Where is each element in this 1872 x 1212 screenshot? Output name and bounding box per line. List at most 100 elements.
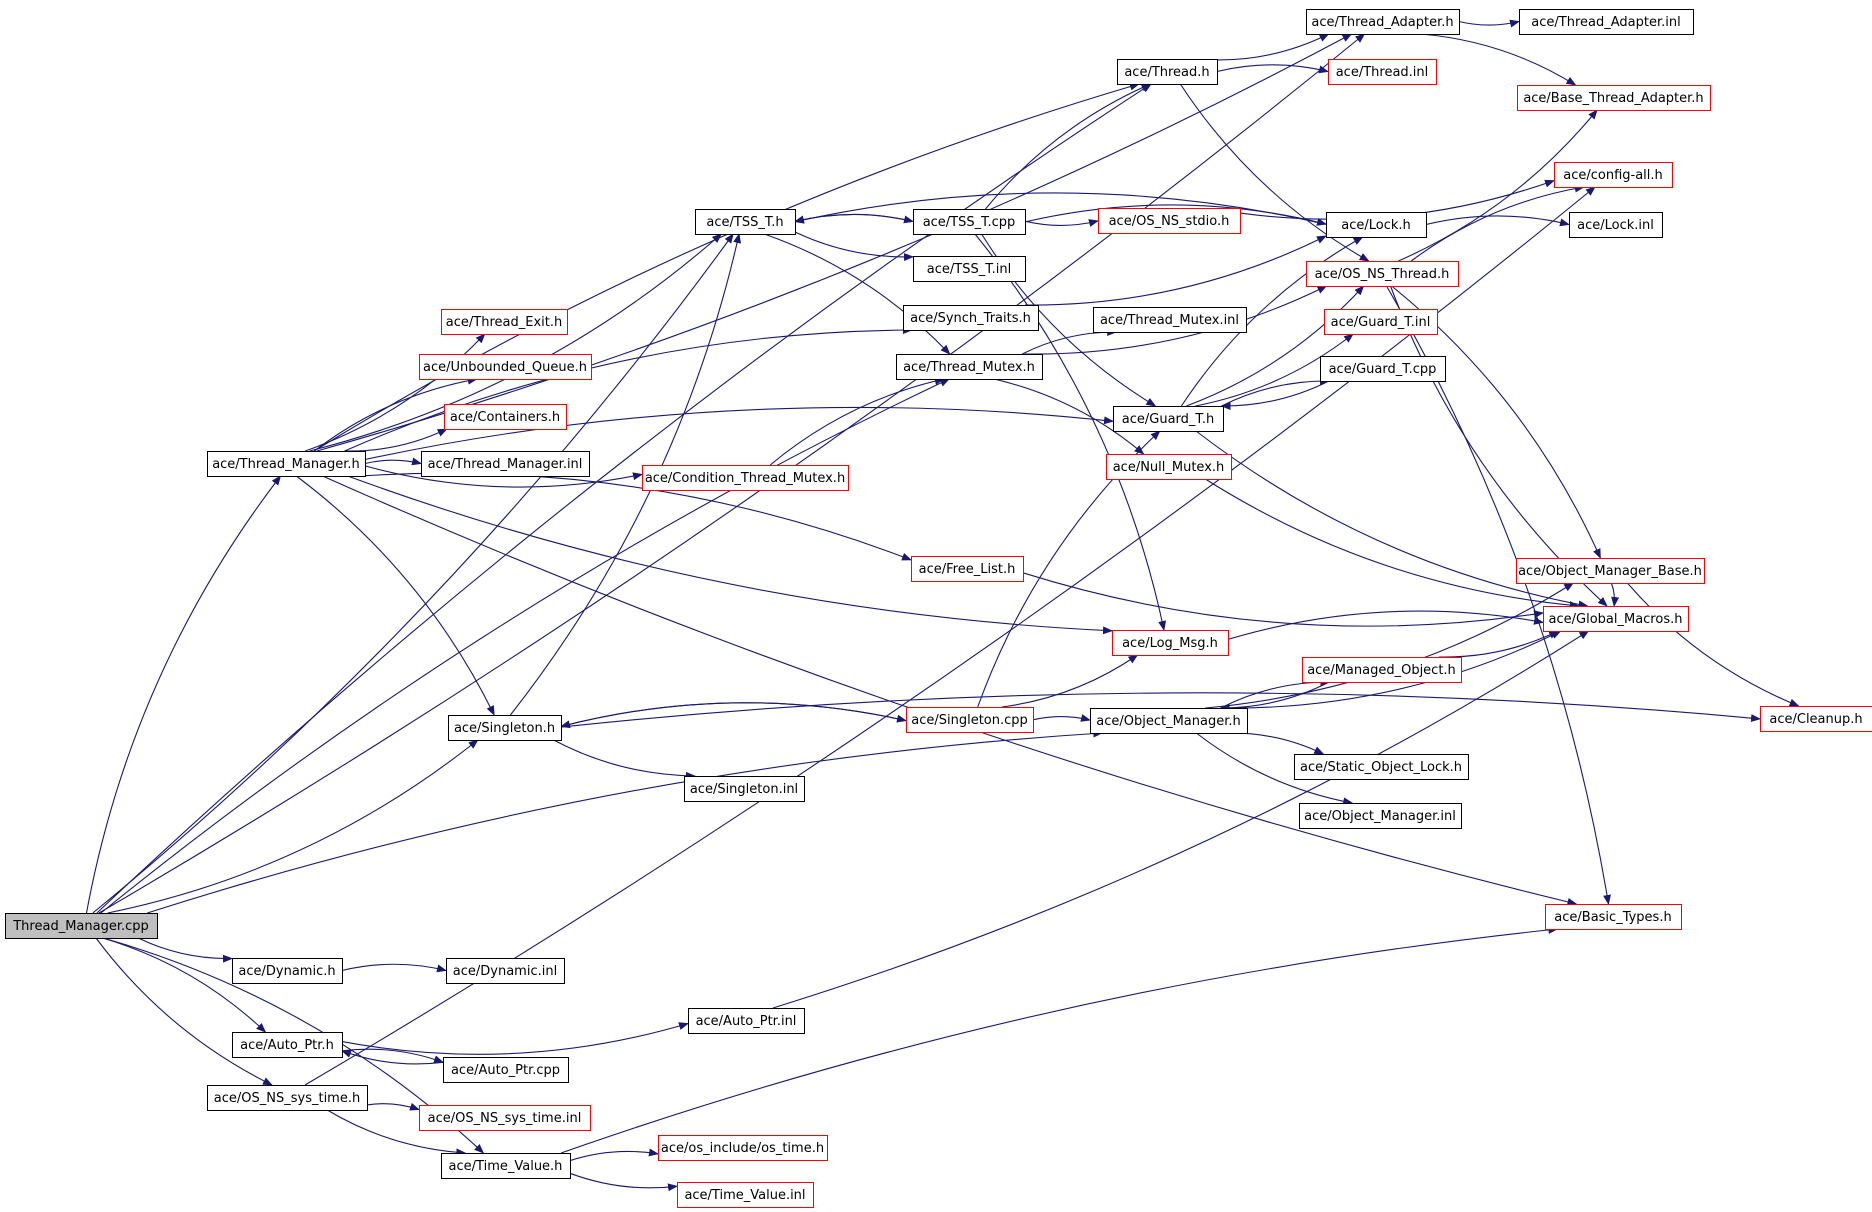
node-ace-containers-h[interactable]: ace/Containers.h: [444, 404, 567, 430]
edge-arrow: [344, 428, 448, 452]
node-ace-auto-ptr-h[interactable]: ace/Auto_Ptr.h: [232, 1032, 343, 1058]
node-label: ace/Static_Object_Lock.h: [1300, 760, 1462, 775]
node-label: ace/Singleton.h: [454, 721, 555, 736]
node-ace-singleton-h[interactable]: ace/Singleton.h: [448, 715, 562, 741]
node-ace-thread-adapter-inl[interactable]: ace/Thread_Adapter.inl: [1519, 9, 1694, 35]
node-ace-basic-types-h[interactable]: ace/Basic_Types.h: [1545, 904, 1682, 930]
node-ace-synch-traits-h[interactable]: ace/Synch_Traits.h: [903, 305, 1039, 331]
node-ace-thread-mutex-h[interactable]: ace/Thread_Mutex.h: [896, 354, 1043, 380]
node-ace-condition-thread-mutex-h[interactable]: ace/Condition_Thread_Mutex.h: [642, 465, 849, 491]
edge-arrow: [364, 406, 1114, 461]
edge-arrow: [1216, 64, 1329, 74]
node-ace-thread-exit-h[interactable]: ace/Thread_Exit.h: [441, 309, 568, 335]
node-ace-thread-mutex-inl[interactable]: ace/Thread_Mutex.inl: [1093, 307, 1247, 333]
node-label: ace/Log_Msg.h: [1122, 636, 1218, 651]
node-ace-os-ns-sys-time-h[interactable]: ace/OS_NS_sys_time.h: [207, 1085, 368, 1111]
node-ace-base-thread-adapter-h[interactable]: ace/Base_Thread_Adapter.h: [1517, 85, 1711, 111]
node-ace-cleanup-h[interactable]: ace/Cleanup.h: [1760, 706, 1872, 732]
node-box: [1294, 754, 1469, 780]
node-ace-tss-t-cpp[interactable]: ace/TSS_T.cpp: [913, 209, 1026, 235]
node-ace-os-include-os-time-h[interactable]: ace/os_include/os_time.h: [658, 1135, 828, 1161]
node-ace-auto-ptr-cpp[interactable]: ace/Auto_Ptr.cpp: [443, 1057, 569, 1083]
node-label: ace/Managed_Object.h: [1307, 663, 1456, 678]
node-label: ace/Null_Mutex.h: [1113, 460, 1225, 475]
node-ace-os-ns-stdio-h[interactable]: ace/OS_NS_stdio.h: [1098, 208, 1241, 234]
edge-arrow: [1179, 83, 1370, 262]
node-ace-guard-t-inl[interactable]: ace/Guard_T.inl: [1324, 309, 1438, 335]
node-box: [1098, 208, 1241, 234]
node-box: [441, 309, 568, 335]
node-layer: Thread_Manager.cppace/Thread_Manager.hac…: [5, 9, 1872, 1208]
node-ace-os-ns-thread-h[interactable]: ace/OS_NS_Thread.h: [1306, 261, 1459, 287]
node-label: ace/Thread.h: [1124, 65, 1209, 80]
node-label: ace/OS_NS_sys_time.h: [214, 1091, 360, 1106]
node-ace-object-manager-inl[interactable]: ace/Object_Manager.inl: [1299, 803, 1462, 829]
node-label: ace/Thread.inl: [1336, 65, 1429, 80]
edge-arrow: [560, 702, 907, 729]
node-ace-lock-h[interactable]: ace/Lock.h: [1326, 212, 1427, 238]
node-ace-time-value-inl[interactable]: ace/Time_Value.inl: [677, 1182, 814, 1208]
node-ace-object-manager-base-h[interactable]: ace/Object_Manager_Base.h: [1516, 558, 1705, 584]
node-ace-thread-manager-h[interactable]: ace/Thread_Manager.h: [207, 451, 366, 477]
node-ace-thread-manager-inl[interactable]: ace/Thread_Manager.inl: [421, 451, 590, 477]
node-box: [232, 1032, 343, 1058]
node-ace-tss-t-inl[interactable]: ace/TSS_T.inl: [913, 256, 1026, 282]
node-thread-manager-cpp[interactable]: Thread_Manager.cpp: [5, 913, 158, 939]
edge-arrow: [1223, 630, 1562, 709]
node-label: ace/Singleton.cpp: [911, 713, 1028, 728]
node-label: ace/Cleanup.h: [1769, 712, 1862, 727]
node-box: [1326, 212, 1427, 238]
node-ace-managed-object-h[interactable]: ace/Managed_Object.h: [1302, 657, 1462, 683]
edge-arrow: [347, 475, 1113, 635]
node-label: ace/OS_NS_stdio.h: [1109, 214, 1230, 229]
edge-arrow: [305, 333, 486, 452]
node-ace-singleton-inl[interactable]: ace/Singleton.inl: [684, 776, 805, 802]
node-ace-guard-t-h[interactable]: ace/Guard_T.h: [1113, 406, 1224, 432]
node-box: [658, 1135, 828, 1161]
node-box: [1554, 162, 1673, 188]
node-label: ace/os_include/os_time.h: [661, 1141, 824, 1156]
node-ace-dynamic-h[interactable]: ace/Dynamic.h: [232, 958, 343, 984]
node-ace-global-macros-h[interactable]: ace/Global_Macros.h: [1543, 606, 1689, 632]
node-label: ace/Guard_T.h: [1122, 412, 1214, 427]
edge-arrow: [364, 457, 422, 466]
node-box: [911, 556, 1024, 582]
node-ace-thread-inl[interactable]: ace/Thread.inl: [1328, 59, 1437, 85]
node-box: [1760, 706, 1872, 732]
node-ace-unbounded-queue-h[interactable]: ace/Unbounded_Queue.h: [419, 354, 592, 380]
node-ace-singleton-cpp[interactable]: ace/Singleton.cpp: [906, 707, 1034, 733]
node-label: ace/Guard_T.cpp: [1329, 362, 1437, 377]
node-ace-time-value-h[interactable]: ace/Time_Value.h: [441, 1153, 571, 1179]
node-ace-auto-ptr-inl[interactable]: ace/Auto_Ptr.inl: [688, 1008, 805, 1034]
node-box: [1517, 85, 1711, 111]
node-ace-tss-t-h[interactable]: ace/TSS_T.h: [695, 209, 796, 235]
edge-layer: [85, 19, 1800, 1192]
node-label: ace/Base_Thread_Adapter.h: [1523, 91, 1703, 106]
node-label: ace/Thread_Manager.h: [212, 457, 360, 472]
node-ace-thread-adapter-h[interactable]: ace/Thread_Adapter.h: [1306, 9, 1460, 35]
node-ace-log-msg-h[interactable]: ace/Log_Msg.h: [1112, 630, 1229, 656]
edge-arrow: [993, 378, 1145, 455]
edge-arrow: [341, 963, 447, 973]
edge-arrow: [764, 233, 951, 355]
node-ace-dynamic-inl[interactable]: ace/Dynamic.inl: [446, 958, 565, 984]
node-ace-free-list-h[interactable]: ace/Free_List.h: [911, 556, 1024, 582]
edge-arrow: [560, 925, 1559, 1154]
node-ace-guard-t-cpp[interactable]: ace/Guard_T.cpp: [1320, 356, 1446, 382]
node-box: [446, 958, 565, 984]
node-ace-os-ns-sys-time-inl[interactable]: ace/OS_NS_sys_time.inl: [419, 1105, 591, 1131]
node-label: ace/Thread_Adapter.inl: [1531, 15, 1680, 30]
node-box: [1117, 59, 1218, 85]
node-label: ace/Thread_Mutex.h: [903, 360, 1035, 375]
node-ace-lock-inl[interactable]: ace/Lock.inl: [1569, 212, 1663, 238]
node-ace-null-mutex-h[interactable]: ace/Null_Mutex.h: [1106, 454, 1232, 480]
edge-arrow: [1420, 33, 1577, 86]
edge-arrow: [1216, 33, 1330, 61]
edge-arrow: [147, 729, 1104, 914]
node-ace-static-object-lock-h[interactable]: ace/Static_Object_Lock.h: [1294, 754, 1469, 780]
node-ace-object-manager-h[interactable]: ace/Object_Manager.h: [1090, 708, 1248, 734]
edge-arrow: [137, 937, 233, 963]
node-ace-thread-h[interactable]: ace/Thread.h: [1117, 59, 1218, 85]
node-ace-config-all-h[interactable]: ace/config-all.h: [1554, 162, 1673, 188]
